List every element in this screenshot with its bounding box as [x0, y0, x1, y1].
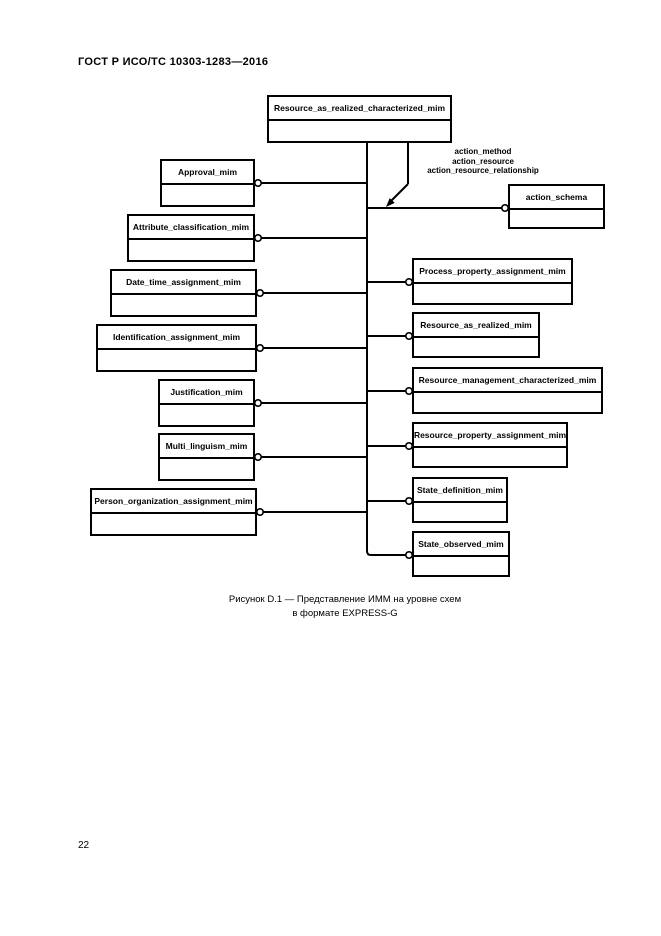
schema-box-resource-property-assignment-mim: Resource_property_assignment_mim	[412, 422, 568, 468]
figure-caption-line2: в формате EXPRESS-G	[292, 608, 398, 619]
schema-box-label: State_definition_mim	[414, 479, 506, 503]
schema-box-resource-as-realized-characterized-mim: Resource_as_realized_characterized_mim	[267, 95, 452, 143]
annotation-line: action_method	[454, 147, 512, 156]
schema-box-label: Resource_management_characterized_mim	[414, 369, 601, 393]
reference-annotation: action_method action_resource action_res…	[393, 147, 573, 176]
schema-box-date-time-assignment-mim: Date_time_assignment_mim	[110, 269, 257, 317]
annotation-line: action_resource	[452, 156, 514, 166]
schema-box-label: action_schema	[510, 186, 603, 210]
schema-box-label: Date_time_assignment_mim	[112, 271, 255, 295]
schema-box-action-schema: action_schema	[508, 184, 605, 229]
schema-box-label: Resource_as_realized_characterized_mim	[269, 97, 450, 121]
schema-box-person-organization-assignment-mim: Person_organization_assignment_mim	[90, 488, 257, 536]
reference-arrow-diagonal	[389, 183, 409, 203]
schema-box-state-definition-mim: State_definition_mim	[412, 477, 508, 523]
document-header: ГОСТ Р ИСО/ТС 10303-1283—2016	[78, 56, 269, 68]
schema-box-label: Attribute_classification_mim	[129, 216, 253, 240]
figure-caption-line1: Рисунок D.1 — Представление ИММ на уровн…	[228, 594, 462, 605]
page-number: 22	[78, 840, 90, 851]
schema-box-label: Resource_property_assignment_mim	[414, 424, 566, 448]
schema-box-label: Resource_as_realized_mim	[414, 314, 538, 338]
figure-caption: Рисунок D.1 — Представление ИММ на уровн…	[115, 593, 575, 621]
schema-box-state-observed-mim: State_observed_mim	[412, 531, 510, 577]
schema-box-identification-assignment-mim: Identification_assignment_mim	[96, 324, 257, 372]
reference-arrowhead-icon	[386, 198, 395, 207]
schema-box-label: Person_organization_assignment_mim	[92, 490, 255, 514]
connector-lines	[261, 143, 502, 556]
schema-box-label: Process_property_assignment_mim	[414, 260, 571, 284]
schema-box-label: Justification_mim	[160, 381, 253, 405]
schema-box-approval-mim: Approval_mim	[160, 159, 255, 207]
schema-box-attribute-classification-mim: Attribute_classification_mim	[127, 214, 255, 262]
schema-box-resource-as-realized-mim: Resource_as_realized_mim	[412, 312, 540, 358]
schema-box-label: Approval_mim	[162, 161, 253, 185]
schema-box-label: Multi_linguism_mim	[160, 435, 253, 459]
schema-box-resource-management-characterized-mim: Resource_management_characterized_mim	[412, 367, 603, 414]
schema-box-label: State_observed_mim	[414, 533, 508, 557]
schema-box-process-property-assignment-mim: Process_property_assignment_mim	[412, 258, 573, 305]
trunk-line	[366, 143, 406, 556]
annotation-line: action_resource_relationship	[427, 166, 539, 175]
schema-box-multi-linguism-mim: Multi_linguism_mim	[158, 433, 255, 481]
schema-box-label: Identification_assignment_mim	[98, 326, 255, 350]
schema-box-justification-mim: Justification_mim	[158, 379, 255, 427]
